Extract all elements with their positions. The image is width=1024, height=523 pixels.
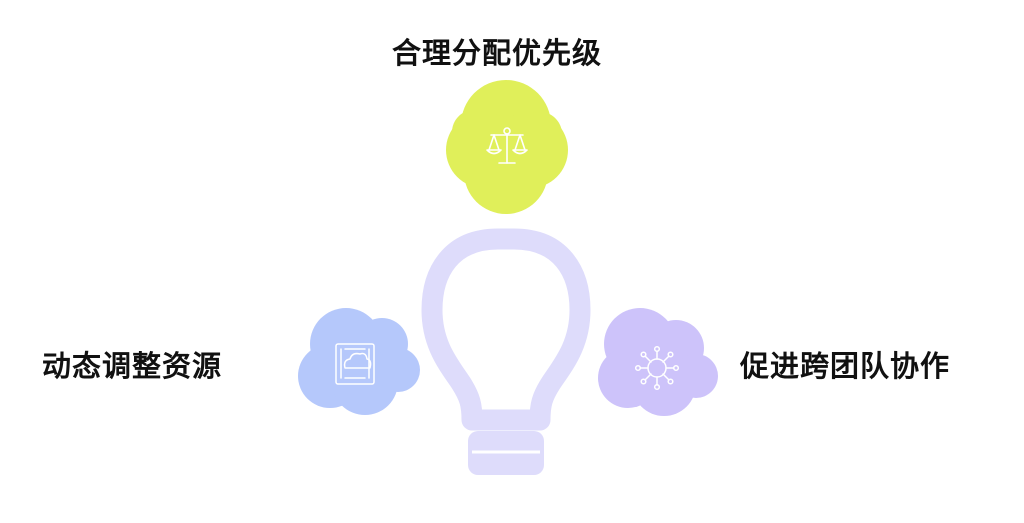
resource-label: 动态调整资源	[42, 349, 223, 383]
resource-blob	[298, 308, 420, 415]
priority-label: 合理分配优先级	[392, 36, 603, 70]
resource-node	[298, 308, 420, 415]
collaboration-node	[598, 308, 718, 416]
priority-node	[446, 80, 568, 214]
collaboration-blob	[598, 308, 718, 416]
cloud-server-icon	[335, 343, 375, 385]
lightbulb-icon	[421, 228, 591, 475]
network-hub-icon	[634, 345, 680, 391]
balance-scale-icon	[486, 127, 528, 164]
collaboration-label: 促进跨团队协作	[740, 349, 951, 383]
